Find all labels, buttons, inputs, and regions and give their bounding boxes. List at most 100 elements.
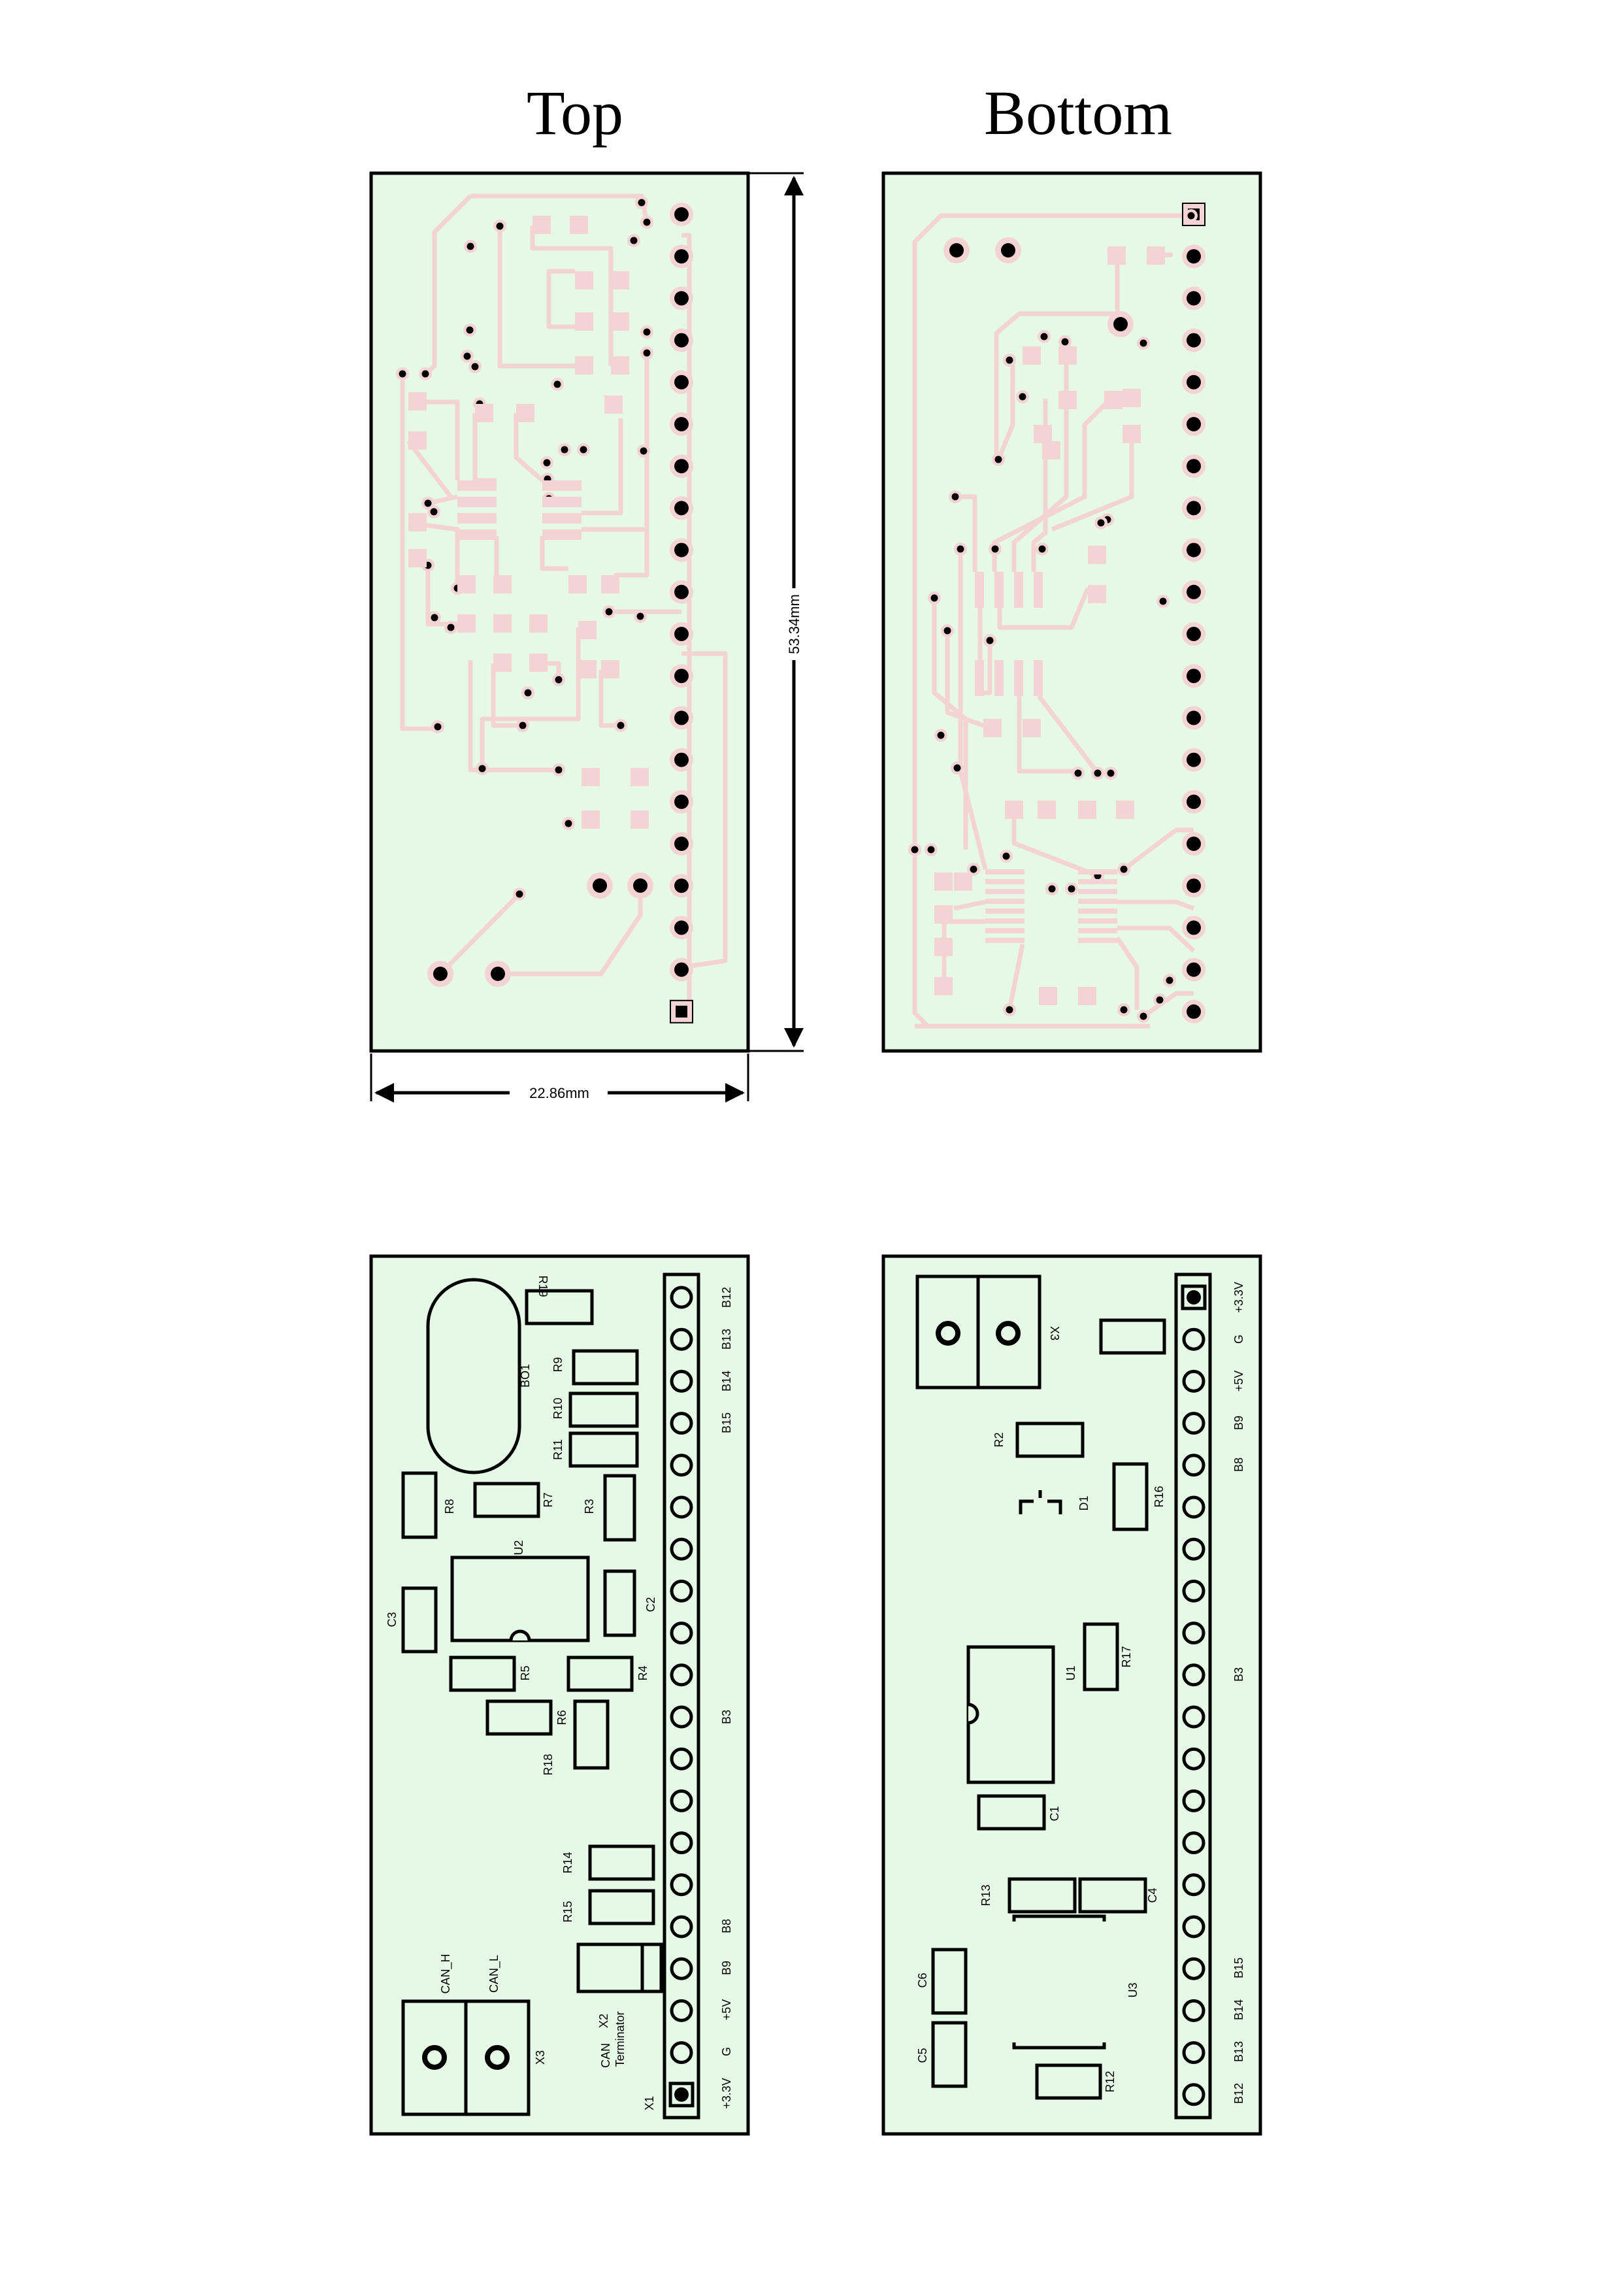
top-silk-header-pin [670,2041,693,2065]
top-smd-pad [575,312,593,331]
bot-trace [932,598,968,850]
bottom-header-hole [1187,291,1201,306]
bottom-pin-label: B12 [1232,2083,1245,2104]
bottom-silk-label-R13: R13 [979,1884,992,1906]
top-smd-pad [457,497,497,507]
top-via-hole [553,380,561,388]
top-smd-pad [457,614,476,633]
top-smd-pad [457,529,497,540]
bot-smd-pad [1023,719,1041,737]
bottom-silk-label-R12: R12 [1104,2071,1117,2092]
bottom-header-hole [1187,249,1201,264]
bot-via-hole [1107,769,1115,777]
bottom-silk-label-C1: C1 [1048,1806,1061,1821]
bot-smd-pad [1034,572,1043,608]
top-silk-label-C3: C3 [385,1612,399,1627]
bot-smd-pad [1088,585,1106,603]
top-header-hole [674,501,689,516]
bot-via-hole [1048,885,1056,893]
bottom-header-hole [1187,962,1201,977]
top-smd-pad [568,575,587,593]
top-smd-pad [542,497,582,507]
top-view-title: Top [527,78,623,148]
top-pin-label: G [720,2047,733,2056]
bottom-silk-header-pin [1182,1957,1205,1980]
top-via-hole [434,723,442,731]
top-smd-pad [529,614,548,633]
top-smd-pad [529,654,548,672]
top-silk-label-R3: R3 [583,1499,596,1514]
bottom-silk-label-U3: U3 [1126,1982,1139,1997]
top-silk-label-X2: X2 [597,2014,610,2028]
top-smd-pad [493,575,512,593]
bot-smd-pad [983,719,1002,737]
top-via-hole [617,722,625,729]
top-smd-pad [475,404,493,422]
top-via-hole [496,222,504,230]
top-smd-pad [601,575,619,593]
bottom-pin-label: B13 [1232,2041,1245,2062]
top-pin-label: +5V [720,1999,733,2021]
top-header-hole [674,417,689,431]
top-smd-pad [457,513,497,524]
bot-trace [945,631,985,728]
bot-smd-pad [1078,899,1117,904]
bottom-silk-header-pin [1182,1789,1205,1812]
top-via-hole [424,499,432,507]
bottom-pin-label: B9 [1232,1416,1245,1430]
bot-via-hole [1159,597,1167,605]
bot-via-hole [1061,338,1069,346]
top-silk-header-pin [670,1999,693,2022]
bottom-header-hole [1187,920,1201,935]
top-via-hole [593,878,607,893]
bot-smd-pad [994,660,1004,696]
top-smd-pad [516,404,534,422]
top-silk-header-pin [670,1579,693,1603]
can-terminator-label: Terminator [614,2011,627,2067]
bot-via-hole [1187,212,1195,220]
bot-via-hole [1166,976,1173,984]
bottom-silk-header-pin [1182,1915,1205,1938]
top-silk-label-R8: R8 [443,1499,456,1514]
top-via-hole [519,722,527,729]
top-silk-label-R11: R11 [551,1439,565,1460]
top-via-hole [463,352,471,360]
top-via-hole [516,890,523,898]
top-via-hole [580,446,587,454]
bot-smd-pad [985,869,1025,874]
bottom-silk-header-pin [1182,1454,1205,1477]
top-trace [438,892,521,976]
top-silk-label-R7: R7 [542,1492,555,1507]
top-header-square-hole [676,1005,687,1018]
top-silk-header-pin1-hole [674,2087,689,2102]
top-smd-pad [542,480,582,491]
bot-via-hole [1139,339,1147,347]
bot-trace [996,363,1015,461]
bot-smd-pad [1107,246,1126,265]
bottom-silk-label-U1: U1 [1064,1665,1077,1680]
top-smd-pad [601,660,619,678]
bottom-header-hole [1187,794,1201,809]
bot-trace [1037,694,1100,775]
bottom-silk-label-C5: C5 [916,2048,929,2063]
bot-via-hole [1019,393,1026,401]
bottom-silk-header-pin [1182,1537,1205,1561]
bot-smd-pad [994,572,1004,608]
bot-via-hole [1074,769,1082,777]
top-silk-header-pin [670,1789,693,1812]
top-via-hole [630,237,638,244]
top-header-outline [663,1273,700,2120]
top-via-hole [467,242,474,250]
top-via-hole [491,967,505,981]
bot-via-hole [991,545,999,553]
top-via-hole [643,349,651,357]
bottom-silk-header-pin [1182,2083,1205,2106]
bot-via-hole [994,456,1002,463]
top-silk-label-R9: R9 [551,1357,565,1372]
bot-smd-pad [1123,425,1141,443]
bottom-header-hole [1187,627,1201,641]
bot-via-hole [1002,852,1010,860]
top-smd-pad [542,513,582,524]
